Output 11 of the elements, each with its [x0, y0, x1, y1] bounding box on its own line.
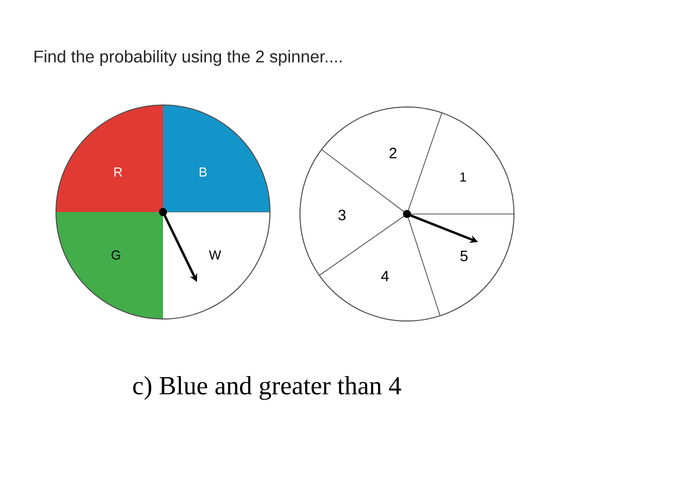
sector-label: 5 — [460, 250, 468, 262]
sector-label: 4 — [381, 270, 389, 282]
question-caption: c) Blue and greater than 4 — [133, 376, 402, 400]
sector-label: 1 — [460, 172, 466, 182]
sector-label: R — [114, 168, 122, 176]
sector-label: W — [208, 250, 222, 260]
sector-label: G — [112, 250, 120, 260]
sector-label: 3 — [338, 210, 346, 220]
sector-label: B — [200, 168, 207, 176]
sector-label: 2 — [390, 148, 396, 158]
question-title: Find the probability using the 2 spinner.... — [34, 50, 342, 66]
